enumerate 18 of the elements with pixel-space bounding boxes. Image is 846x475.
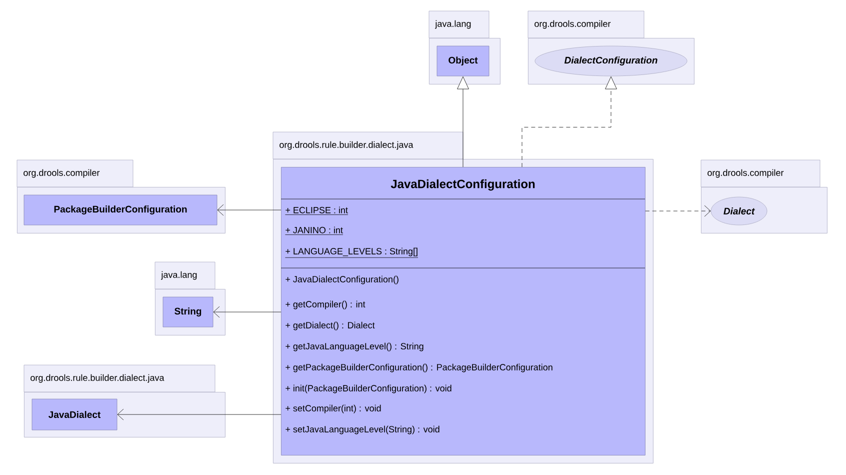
class-box: PackageBuilderConfiguration <box>24 194 218 226</box>
arrow <box>457 76 469 168</box>
arrow <box>117 408 282 420</box>
node-label: org.drools.compiler <box>534 20 611 29</box>
arrow <box>217 204 282 216</box>
class-box: JavaDialectConfiguration + ECLIPSE : int + JANINO : int + LANGUAGE_LEVELS : String[] + JavaDialectConfiguration() + getCompiler() : int + getDialect() : Dialect + getJavaLanguageLevel() : String + getPackageBuilderConfiguration() : PackageBuilderConfiguration + init(PackageBuilderConfiguration) : void + setCompiler(int) : void + setJavaLanguageLevel(String) : void <box>280 167 646 456</box>
node-label: org.drools.compiler <box>708 169 784 178</box>
node-label: org.drools.compiler <box>24 169 100 178</box>
node-label: java.lang <box>434 20 471 29</box>
class-box: Object <box>436 46 490 76</box>
node-label: org.drools.rule.builder.dialect.java <box>280 141 414 150</box>
arrow <box>213 306 282 318</box>
arrow <box>645 205 711 217</box>
arrow <box>522 76 617 168</box>
node-label: java.lang <box>160 271 197 280</box>
class-box: String <box>162 296 214 328</box>
class-box: JavaDialect <box>32 398 118 430</box>
node-label: org.drools.rule.builder.dialect.java <box>30 374 164 383</box>
